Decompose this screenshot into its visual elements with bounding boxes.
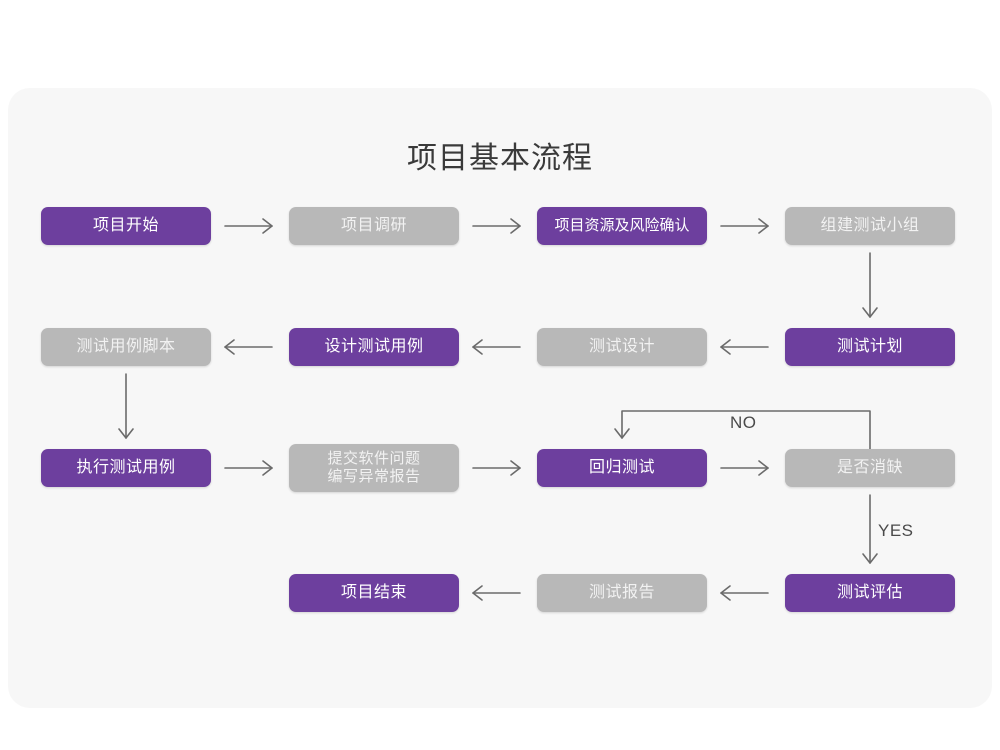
node-project-research[interactable]: 项目调研 [289,207,459,245]
node-label: 组建测试小组 [820,217,920,235]
node-label: 测试报告 [588,584,655,602]
node-test-evaluation[interactable]: 测试评估 [785,574,955,612]
node-label: 提交软件问题 编写异常报告 [327,449,421,485]
node-label: 项目开始 [92,217,159,235]
page-title: 项目基本流程 [407,142,593,175]
edge-label-yes: YES [878,521,914,540]
node-project-end[interactable]: 项目结束 [289,574,459,612]
node-label: 是否消缺 [836,459,903,477]
node-label: 执行测试用例 [76,459,176,477]
node-resource-risk-confirm[interactable]: 项目资源及风险确认 [537,207,707,245]
node-label: 回归测试 [588,459,655,477]
node-label: 项目结束 [340,584,407,602]
node-regression-test[interactable]: 回归测试 [537,449,707,487]
node-test-report[interactable]: 测试报告 [537,574,707,612]
node-test-design[interactable]: 测试设计 [537,328,707,366]
node-design-test-case[interactable]: 设计测试用例 [289,328,459,366]
node-label: 项目调研 [340,217,407,235]
node-execute-test-case[interactable]: 执行测试用例 [41,449,211,487]
node-test-case-script[interactable]: 测试用例脚本 [41,328,211,366]
node-label: 测试设计 [588,338,655,356]
node-project-start[interactable]: 项目开始 [41,207,211,245]
node-build-test-team[interactable]: 组建测试小组 [785,207,955,245]
node-label: 测试计划 [836,338,903,356]
node-defect-cleared-decision[interactable]: 是否消缺 [785,449,955,487]
node-label: 测试用例脚本 [76,338,176,356]
edge-label-no: NO [730,413,757,432]
node-label: 测试评估 [836,584,903,602]
node-label: 项目资源及风险确认 [554,216,690,234]
node-test-plan[interactable]: 测试计划 [785,328,955,366]
node-submit-issue-report[interactable]: 提交软件问题 编写异常报告 [289,444,459,492]
node-label: 设计测试用例 [324,338,424,356]
diagram-card [8,88,992,708]
